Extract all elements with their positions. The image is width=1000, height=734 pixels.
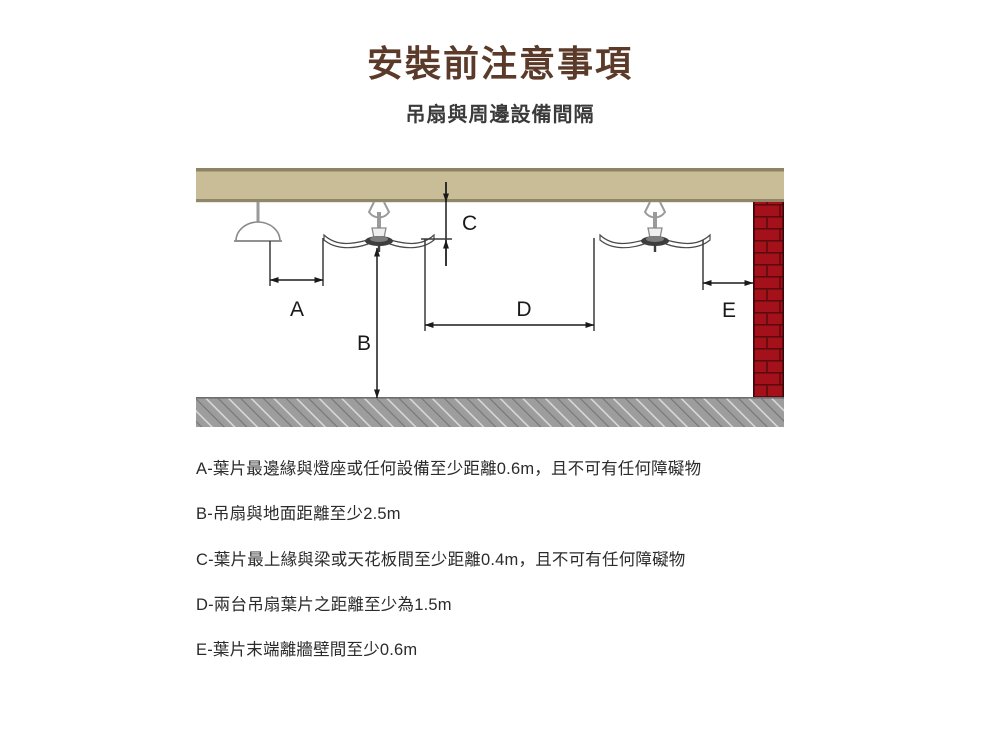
- dimension-extension-lines: [269, 238, 704, 331]
- note-c: C-葉片最上緣與梁或天花板間至少距離0.4m，且不可有任何障礙物: [196, 550, 686, 569]
- ceiling-fan-left: [323, 201, 435, 252]
- dimension-b: B: [357, 247, 380, 399]
- ceiling-fan-right: [599, 201, 711, 252]
- dimension-c-label: C: [462, 212, 477, 235]
- brick-wall: [753, 202, 784, 398]
- dimension-d: D: [424, 298, 595, 328]
- dimension-c: C: [421, 182, 477, 266]
- page-title: 安裝前注意事項: [366, 43, 633, 84]
- dimension-a-label: A: [290, 298, 304, 321]
- note-d: D-兩台吊扇葉片之距離至少為1.5m: [196, 595, 452, 614]
- notes-list: A-葉片最邊緣與燈座或任何設備至少距離0.6m，且不可有任何障礙物 B-吊扇與地…: [196, 458, 896, 661]
- dimension-d-label: D: [516, 298, 531, 321]
- floor: [196, 397, 784, 427]
- dimension-a: A: [269, 277, 324, 321]
- note-b: B-吊扇與地面距離至少2.5m: [196, 505, 401, 524]
- note-a: A-葉片最邊緣與燈座或任何設備至少距離0.6m，且不可有任何障礙物: [196, 460, 702, 478]
- dimension-e-label: E: [722, 299, 736, 322]
- pendant-light: [234, 202, 282, 242]
- dimension-b-label: B: [357, 332, 371, 355]
- note-e: E-葉片末端離牆壁間至少0.6m: [196, 641, 418, 660]
- ceiling-beam: [196, 168, 784, 203]
- dimension-e: E: [702, 280, 754, 322]
- page-subtitle: 吊扇與周邊設備間隔: [405, 104, 595, 126]
